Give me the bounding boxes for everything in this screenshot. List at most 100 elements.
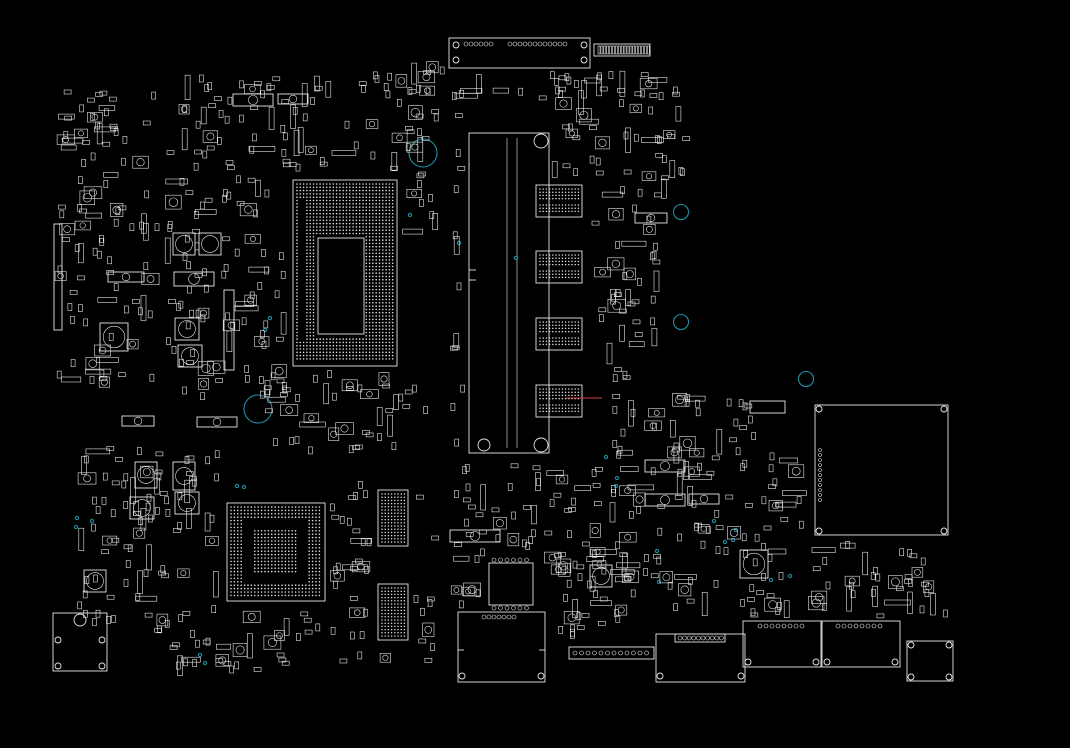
component-footprint[interactable] — [650, 573, 659, 579]
component-footprint[interactable] — [590, 549, 617, 555]
component-footprint[interactable] — [656, 556, 662, 565]
component-footprint[interactable] — [701, 591, 708, 616]
component-footprint[interactable] — [253, 667, 262, 672]
component-footprint[interactable] — [752, 558, 758, 567]
component-footprint[interactable] — [544, 530, 553, 536]
component-footprint[interactable] — [235, 301, 254, 307]
component-footprint[interactable] — [530, 529, 536, 538]
component-footprint[interactable] — [111, 537, 120, 543]
component-footprint[interactable] — [110, 203, 124, 218]
component-footprint[interactable] — [598, 314, 604, 323]
component-footprint[interactable] — [589, 155, 595, 164]
component-footprint[interactable] — [79, 190, 95, 205]
component-footprint[interactable] — [570, 624, 575, 633]
component-footprint[interactable] — [64, 115, 72, 121]
component-footprint[interactable] — [85, 448, 110, 455]
component-footprint[interactable] — [222, 194, 227, 203]
component-footprint[interactable] — [77, 601, 82, 610]
component-footprint[interactable] — [339, 515, 345, 524]
component-footprint[interactable] — [525, 542, 530, 550]
component-footprint[interactable] — [669, 419, 676, 438]
component-footprint[interactable] — [179, 358, 184, 367]
component-footprint[interactable] — [308, 446, 313, 455]
component-footprint[interactable] — [206, 145, 215, 151]
component-footprint[interactable] — [263, 385, 272, 391]
component-footprint[interactable] — [907, 548, 912, 557]
component-footprint[interactable] — [261, 341, 267, 349]
component-footprint[interactable] — [870, 588, 876, 597]
component-footprint[interactable] — [121, 480, 127, 489]
component-footprint[interactable] — [521, 539, 527, 548]
component-footprint[interactable] — [74, 220, 91, 231]
component-footprint[interactable] — [301, 83, 308, 107]
component-footprint[interactable] — [558, 86, 566, 92]
component-footprint[interactable] — [706, 470, 715, 476]
component-footprint[interactable] — [576, 564, 585, 570]
component-footprint[interactable] — [595, 170, 604, 176]
component-footprint[interactable] — [96, 357, 119, 363]
component-footprint[interactable] — [74, 244, 80, 252]
component-footprint[interactable] — [341, 379, 358, 392]
component-footprint[interactable] — [419, 85, 436, 96]
component-footprint[interactable] — [144, 190, 149, 199]
component-footprint[interactable] — [576, 612, 582, 621]
component-footprint[interactable] — [568, 507, 576, 512]
component-footprint[interactable] — [462, 497, 471, 503]
component-footprint[interactable] — [687, 486, 694, 506]
component-footprint[interactable] — [189, 476, 197, 481]
component-footprint[interactable] — [624, 572, 630, 581]
component-footprint[interactable] — [254, 81, 262, 86]
component-footprint[interactable] — [738, 399, 744, 408]
component-footprint[interactable] — [768, 464, 774, 473]
component-footprint[interactable] — [165, 178, 189, 185]
component-footprint[interactable] — [139, 221, 144, 230]
component-footprint[interactable] — [364, 565, 369, 574]
component-footprint[interactable] — [185, 190, 194, 195]
component-footprint[interactable] — [89, 376, 95, 384]
inductor-footprint[interactable] — [449, 529, 501, 543]
component-footprint[interactable] — [672, 447, 680, 453]
component-footprint[interactable] — [186, 508, 192, 529]
component-footprint[interactable] — [777, 602, 782, 610]
component-footprint[interactable] — [103, 472, 108, 481]
component-footprint[interactable] — [599, 86, 608, 92]
component-footprint[interactable] — [740, 599, 745, 607]
component-footprint[interactable] — [161, 573, 169, 579]
component-footprint[interactable] — [281, 660, 290, 666]
bottom-port-4[interactable] — [821, 620, 901, 668]
component-footprint[interactable] — [619, 485, 636, 496]
component-footprint[interactable] — [566, 530, 572, 538]
component-footprint[interactable] — [612, 394, 620, 399]
component-footprint[interactable] — [761, 543, 766, 551]
component-footprint[interactable] — [195, 120, 201, 129]
component-footprint[interactable] — [360, 538, 366, 547]
component-footprint[interactable] — [612, 374, 618, 383]
component-footprint[interactable] — [558, 75, 567, 81]
component-footprint[interactable] — [595, 136, 610, 150]
component-footprint[interactable] — [78, 527, 85, 551]
component-footprint[interactable] — [750, 608, 756, 617]
component-footprint[interactable] — [74, 128, 88, 138]
component-footprint[interactable] — [644, 420, 662, 431]
component-footprint[interactable] — [454, 92, 478, 99]
component-footprint[interactable] — [106, 446, 115, 451]
component-footprint[interactable] — [249, 145, 255, 154]
component-footprint[interactable] — [812, 566, 821, 572]
component-footprint[interactable] — [648, 408, 666, 418]
component-footprint[interactable] — [677, 468, 683, 477]
component-footprint[interactable] — [426, 61, 439, 74]
component-footprint[interactable] — [200, 392, 205, 401]
component-footprint[interactable] — [480, 548, 485, 557]
component-footprint[interactable] — [244, 84, 261, 94]
component-footprint[interactable] — [247, 633, 253, 659]
component-footprint[interactable] — [419, 199, 424, 207]
component-footprint[interactable] — [884, 599, 911, 606]
component-footprint[interactable] — [78, 176, 83, 184]
component-footprint[interactable] — [679, 435, 696, 451]
component-footprint[interactable] — [194, 272, 203, 278]
component-footprint[interactable] — [255, 179, 261, 197]
component-footprint[interactable] — [689, 448, 705, 458]
component-footprint[interactable] — [242, 610, 261, 623]
component-footprint[interactable] — [453, 555, 470, 562]
component-footprint[interactable] — [822, 557, 828, 565]
